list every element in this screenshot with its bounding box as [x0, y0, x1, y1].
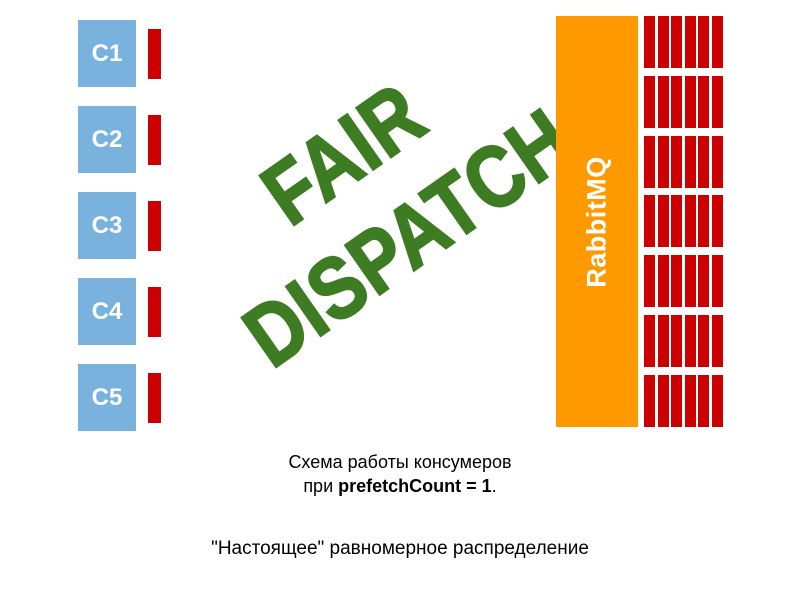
queue-message [671, 16, 683, 68]
queue-message [671, 75, 683, 128]
caption-primary-line1: Схема работы консумеров [288, 452, 512, 472]
queue-message [684, 16, 696, 68]
queue-message [698, 135, 710, 188]
queue-message [684, 195, 696, 248]
queue-row [644, 16, 723, 68]
queue-message [657, 374, 669, 427]
consumer-message-bar-c5 [148, 373, 161, 423]
consumer-label: C2 [91, 125, 123, 153]
queue-message [711, 16, 723, 68]
queue-message [684, 255, 696, 308]
caption-primary-line2-bold: prefetchCount = 1 [338, 476, 492, 497]
queue-message [684, 315, 696, 368]
consumer-label: C1 [91, 39, 123, 67]
queue-message [671, 195, 683, 248]
queue-row [644, 255, 723, 308]
queue-message [684, 374, 696, 427]
queue-row [644, 315, 723, 368]
queue-message [698, 315, 710, 368]
queue-message [644, 135, 655, 188]
broker-label: RabbitMQ [581, 155, 612, 288]
queue-message [684, 75, 696, 128]
queue-message [711, 315, 723, 368]
queue-message [671, 374, 683, 427]
queue-message [644, 75, 655, 128]
queue-row [644, 374, 723, 427]
watermark-fair-dispatch: FAIR DISPATCH [160, 63, 600, 390]
queue-message [698, 255, 710, 308]
queue-message [644, 255, 655, 308]
caption-primary: Схема работы консумеров при prefetchCoun… [0, 450, 800, 499]
consumer-box-c4[interactable]: C4 [78, 278, 136, 345]
caption-secondary: "Настоящее" равномерное распределение [211, 538, 589, 559]
queue-row [644, 75, 723, 128]
consumer-message-bar-c4 [148, 287, 161, 337]
caption-primary-line2: при prefetchCount = 1. [0, 474, 800, 498]
consumer-label: C5 [91, 383, 123, 411]
queue-row [644, 195, 723, 248]
queue-message [657, 75, 669, 128]
queue-message [711, 374, 723, 427]
consumer-label: C4 [91, 297, 123, 325]
queue-message [644, 195, 655, 248]
consumer-message-bar-c2 [148, 115, 161, 165]
queue-message [698, 374, 710, 427]
queue-message [671, 255, 683, 308]
caption-primary-line2-prefix: при [303, 476, 339, 497]
queue-message [671, 315, 683, 368]
queue-message [698, 75, 710, 128]
queue-message [698, 16, 710, 68]
queue-message [657, 135, 669, 188]
consumer-box-c1[interactable]: C1 [78, 20, 136, 87]
queue-message [644, 315, 655, 368]
watermark-line-fair: FAIR [244, 63, 444, 244]
consumer-message-bars [148, 20, 162, 432]
queue-row [644, 135, 723, 188]
consumer-box-c2[interactable]: C2 [78, 106, 136, 173]
queue-message [671, 135, 683, 188]
queue-message [657, 315, 669, 368]
queue-message [657, 195, 669, 248]
queue-message [644, 16, 655, 68]
queue-message [657, 16, 669, 68]
queue-message [711, 255, 723, 308]
consumer-message-bar-c3 [148, 201, 161, 251]
queue-message-grid [644, 16, 723, 427]
consumer-message-bar-c1 [148, 29, 161, 79]
queue-message [684, 135, 696, 188]
consumer-box-c3[interactable]: C3 [78, 192, 136, 259]
queue-message [698, 195, 710, 248]
queue-message [711, 135, 723, 188]
queue-message [644, 374, 655, 427]
queue-message [711, 75, 723, 128]
consumer-box-c5[interactable]: C5 [78, 364, 136, 431]
watermark-line-dispatch: DISPATCH [226, 89, 592, 387]
consumer-label: C3 [91, 211, 123, 239]
caption-primary-line2-suffix: . [491, 476, 497, 497]
queue-message [711, 195, 723, 248]
broker-panel-rabbitmq: RabbitMQ [556, 16, 638, 427]
queue-message [657, 255, 669, 308]
